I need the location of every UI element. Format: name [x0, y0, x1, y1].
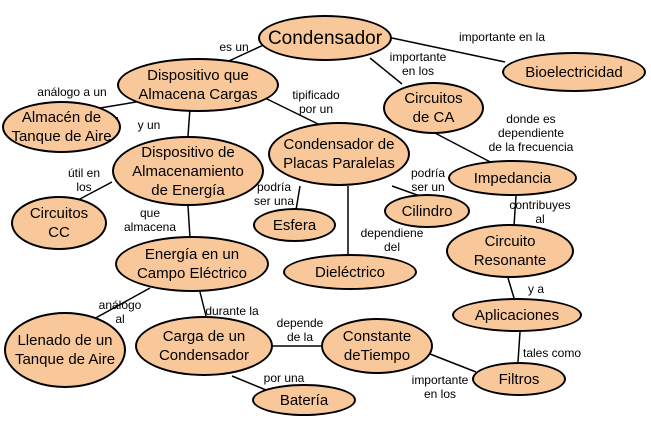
- connector-line-11: [295, 185, 301, 211]
- link-label-depende-de-la: depende de la: [276, 316, 324, 344]
- connector-line-9: [77, 181, 113, 201]
- link-label-analogo-al: análogo al: [98, 298, 142, 326]
- link-label-durante-la: durante la: [205, 304, 259, 318]
- node-dielectrico: Dieléctrico: [283, 254, 417, 290]
- link-label-analogo-a-un: análogo a un: [37, 85, 107, 99]
- node-condensador: Condensador: [258, 15, 392, 61]
- connector-line-7: [264, 97, 319, 125]
- connector-line-6: [187, 107, 191, 137]
- connector-line-10: [187, 205, 191, 239]
- node-dispositivo-almacenamiento-energia: Dispositivo de Almacenamiento de Energía: [112, 136, 264, 206]
- link-label-util-en-los: útil en los: [67, 166, 101, 194]
- link-label-dependiene-del: dependiene del: [360, 226, 424, 254]
- link-label-importante-en-la: importante en la: [458, 30, 546, 44]
- link-label-es-un: es un: [219, 40, 249, 54]
- node-almacen-tanque-aire: Almacén de Tanque de Aire: [2, 101, 121, 153]
- node-carga-condensador: Carga de un Condensador: [135, 316, 273, 376]
- connector-line-17: [199, 291, 207, 317]
- node-constante-tiempo: Constante deTiempo: [321, 318, 433, 374]
- connector-line-19: [429, 353, 477, 373]
- connector-line-16: [91, 287, 151, 321]
- node-esfera: Esfera: [253, 208, 336, 242]
- node-circuitos-ca: Circuitos de CA: [383, 82, 484, 134]
- link-label-por-una: por una: [263, 371, 305, 385]
- link-label-y-a: y a: [527, 282, 545, 296]
- node-bioelectricidad: Bioelectricidad: [502, 52, 646, 92]
- node-energia-campo-electrico: Energía en un Campo Eléctrico: [115, 236, 269, 292]
- link-label-podria-ser-una: podría ser una: [253, 180, 295, 208]
- connector-line-21: [231, 375, 267, 391]
- node-dispositivo-almacena-cargas: Dispositivo que Almacena Cargas: [117, 58, 279, 112]
- node-cilindro: Cilindro: [384, 194, 470, 228]
- connector-line-2: [391, 37, 506, 63]
- link-label-contribuyes-al: contribuyes al: [509, 198, 571, 226]
- link-label-y-un: y un: [137, 118, 161, 132]
- node-llenado-tanque-aire: Llenado de un Tanque de Aire: [4, 312, 126, 388]
- node-circuitos-cc: Circuitos CC: [11, 196, 107, 250]
- node-bateria: Batería: [252, 384, 356, 416]
- connector-line-14: [513, 195, 517, 227]
- node-condensador-placas-paralelas: Condensador de Placas Paralelas: [268, 122, 410, 186]
- node-aplicaciones: Aplicaciones: [452, 298, 582, 332]
- link-label-importante-en-los-1: importante en los: [389, 50, 447, 78]
- node-filtros: Filtros: [472, 362, 566, 396]
- connector-line-15: [507, 277, 515, 299]
- link-label-donde-es-dependiente: donde es dependiente de la frecuencia: [488, 112, 574, 154]
- node-circuito-resonante: Circuito Resonante: [446, 224, 574, 278]
- connector-line-3: [369, 57, 403, 85]
- link-label-podria-ser-un: podría ser un: [410, 166, 446, 194]
- link-label-que-almacena: que almacena: [123, 206, 177, 234]
- connector-line-20: [517, 331, 521, 363]
- link-label-tales-como: tales como: [522, 346, 582, 360]
- link-label-importante-en-los-2: importante en los: [411, 373, 469, 401]
- connector-line-8: [432, 131, 499, 167]
- link-label-tipificado-por-un: tipificado por un: [292, 88, 340, 116]
- node-impedancia: Impedancia: [448, 160, 577, 196]
